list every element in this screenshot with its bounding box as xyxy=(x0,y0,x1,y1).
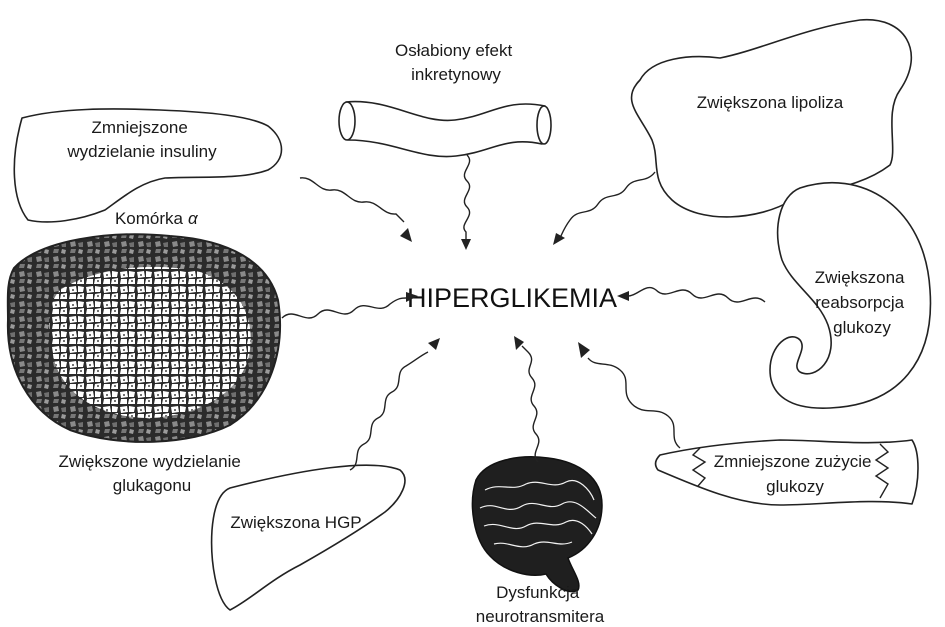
arrow-from-pancreas xyxy=(300,178,412,242)
center-label: HIPERGLIKEMIA xyxy=(407,283,617,313)
arrow-from-islet xyxy=(282,292,418,318)
arrow-from-kidney xyxy=(617,288,765,302)
alpha-symbol: α xyxy=(188,209,199,228)
liver-shape xyxy=(212,465,405,610)
adipose-shape xyxy=(632,20,912,217)
lipolysis-label: Zwiększona lipoliza xyxy=(697,93,844,112)
pancreatic-islet-image xyxy=(8,234,280,442)
intestine-shape xyxy=(339,102,551,157)
alpha-cell-label: Komórka xyxy=(115,209,184,228)
liver-label: Zwiększona HGP xyxy=(230,513,361,532)
incretin-label: Osłabiony efekt inkretynowy xyxy=(395,41,517,84)
glucagon-label: Zwiększone wydzielanie glukagonu xyxy=(58,452,245,495)
arrow-from-lipolysis xyxy=(553,172,655,245)
arrow-from-liver xyxy=(350,338,440,470)
arrow-from-incretin xyxy=(461,155,471,250)
brain-image xyxy=(472,457,602,592)
arrow-from-muscle xyxy=(578,342,680,448)
brain-label: Dysfunkcja neurotransmitera xyxy=(476,583,605,626)
arrow-from-brain xyxy=(514,336,539,462)
